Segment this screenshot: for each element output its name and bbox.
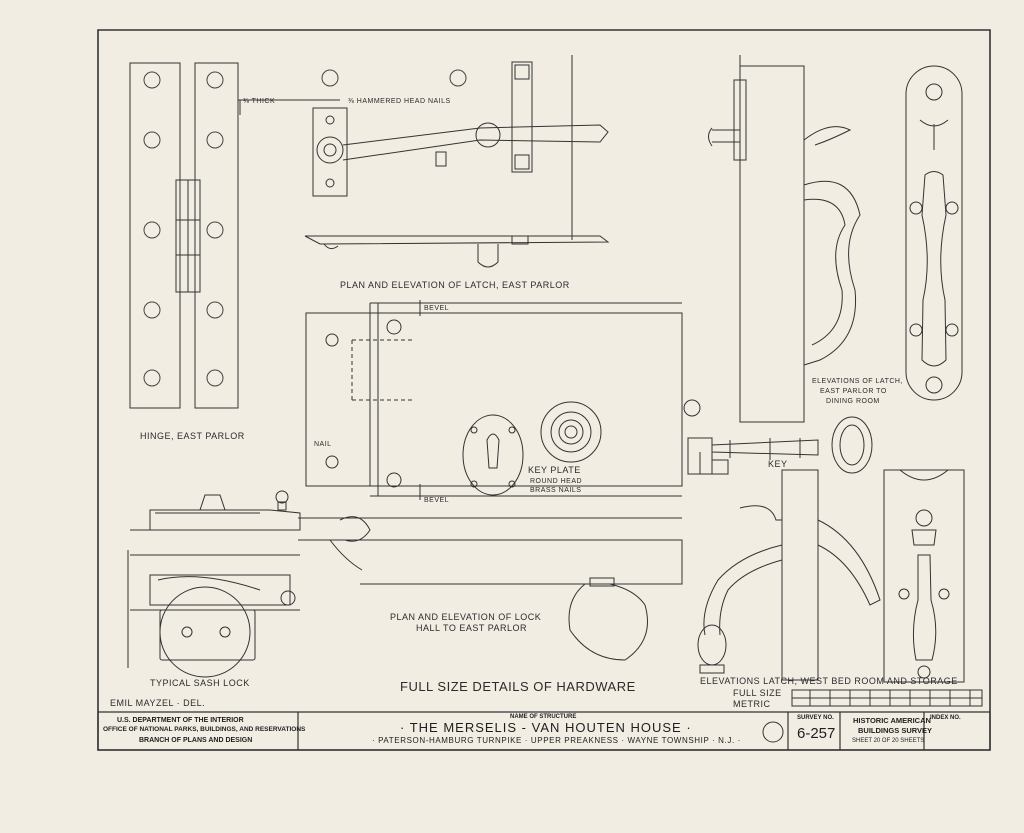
latch-east-parlor-drawing [305, 55, 608, 267]
lock-caption-2: HALL TO EAST PARLOR [416, 623, 528, 633]
lock-drawing [298, 300, 700, 660]
latch-west-caption: ELEVATIONS LATCH, WEST BED ROOM AND STOR… [700, 676, 958, 686]
hinge-nails [144, 70, 466, 386]
lock-caption-1: PLAN AND ELEVATION OF LOCK [390, 612, 542, 622]
structure-name: · THE MERSELIS - VAN HOUTEN HOUSE · [400, 720, 692, 735]
latch-dining-drawing [709, 55, 963, 422]
sash-lock-caption: TYPICAL SASH LOCK [150, 678, 250, 688]
key-label: KEY [768, 459, 788, 469]
agency-line-2: OFFICE OF NATIONAL PARKS, BUILDINGS, AND… [103, 726, 306, 733]
elev-latch-label-1: ELEVATIONS OF LATCH, [812, 378, 903, 385]
habs-line-2: BUILDINGS SURVEY [858, 726, 933, 735]
title-block-frame [98, 712, 990, 750]
name-of-structure-caption: NAME OF STRUCTURE [510, 714, 577, 720]
metric-label: METRIC [733, 699, 771, 709]
sash-lock-drawing [128, 491, 300, 677]
bevel-bottom-label: BEVEL [424, 497, 450, 504]
hinge-drawing [130, 63, 340, 408]
key-plate-label: KEY PLATE [528, 465, 581, 475]
hinge-caption: HINGE, EAST PARLOR [140, 431, 245, 441]
sheet-main-caption: FULL SIZE DETAILS OF HARDWARE [400, 679, 636, 694]
survey-no-caption: SURVEY NO. [797, 715, 834, 721]
agency-line-1: U.S. DEPARTMENT OF THE INTERIOR [117, 717, 244, 724]
agency-line-3: BRANCH OF PLANS AND DESIGN [139, 737, 253, 744]
nail-label: NAIL [314, 441, 332, 448]
latch-west-bedroom-drawing [698, 470, 964, 682]
delineator-label: EMIL MAYZEL · DEL. [110, 698, 206, 708]
metric-scale [792, 690, 982, 706]
elev-latch-label-3: DINING ROOM [826, 398, 880, 405]
latch-east-parlor-caption: PLAN AND ELEVATION OF LATCH, EAST PARLOR [340, 280, 570, 290]
full-size-label: FULL SIZE [733, 688, 782, 698]
habs-line-1: HISTORIC AMERICAN [853, 716, 931, 725]
round-head-label: ROUND HEAD [530, 478, 583, 485]
nails-label: ⅜ HAMMERED HEAD NAILS [348, 98, 451, 105]
survey-number: 6-257 [797, 725, 836, 742]
elev-latch-label-2: EAST PARLOR TO [820, 388, 887, 395]
bevel-top-label: BEVEL [424, 305, 450, 312]
sheet-number: SHEET 20 OF 20 SHEETS [852, 738, 925, 744]
thick-label: ⅜ THICK [243, 98, 276, 105]
brass-nails-label: BRASS NAILS [530, 487, 582, 494]
location-line: · PATERSON-HAMBURG TURNPIKE · UPPER PREA… [372, 736, 741, 745]
index-no-caption: INDEX NO. [930, 715, 961, 721]
key-drawing [688, 417, 872, 474]
